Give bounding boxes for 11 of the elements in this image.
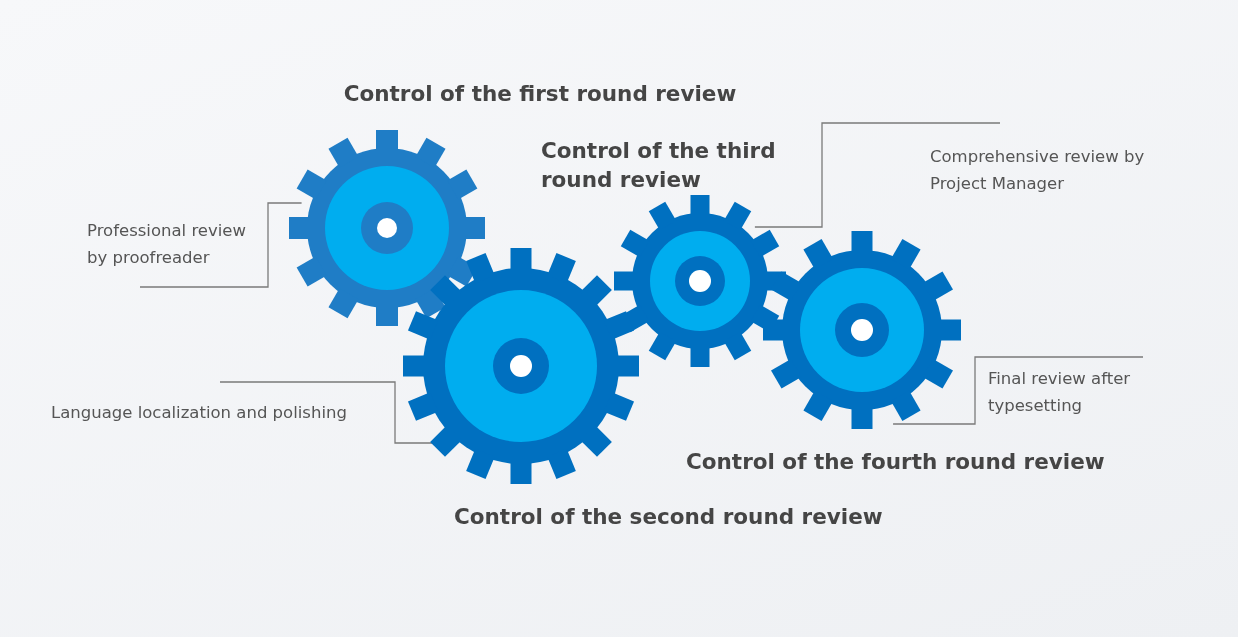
heading: Control of the fourth round review [686, 448, 1106, 476]
leader-line [754, 122, 1001, 228]
heading: Control of the second round review [454, 503, 884, 531]
heading: Control of the third round review [541, 137, 777, 194]
description-text: Final review after typesetting [988, 365, 1143, 419]
leader-line [892, 356, 1144, 425]
description-text: Language localization and polishing [51, 399, 391, 426]
description-text: Comprehensive review by Project Manager [930, 143, 1190, 197]
description-text: Professional review by proofreader [87, 217, 265, 271]
heading: Control of the first round review [342, 80, 738, 108]
leader-line [139, 202, 303, 288]
